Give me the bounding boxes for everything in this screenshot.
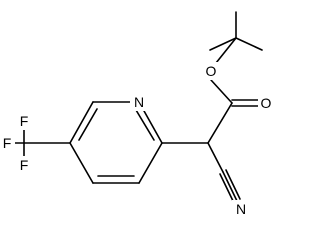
ring-bond-c5-c4 (69, 142, 94, 184)
bond-carbonyl-alpha (207, 102, 233, 144)
ring-bond-c2-n1-inner (135, 109, 155, 141)
bond-oxygen-carbonyl (210, 79, 233, 104)
bond-tbu-methyl-left (209, 37, 237, 51)
atom-ester-oxygen: O (206, 63, 217, 79)
bond-triple-a (225, 169, 241, 200)
atom-ring-nitrogen: N (134, 94, 144, 110)
pyridine-ring (69, 101, 163, 184)
bond-triple-b (222, 171, 238, 202)
molecule-structure: O O N N F F F (2, 11, 272, 217)
bond-tbu-oxygen (215, 37, 237, 64)
atom-carbonyl-oxygen: O (261, 95, 272, 111)
bond-alpha-nitrile-carbon (207, 142, 224, 173)
ester-group (207, 79, 261, 144)
bond-tbu-methyl-right (235, 37, 263, 51)
atom-fluorine-bottom: F (20, 157, 29, 173)
ring-bond-c6-c5 (69, 101, 94, 144)
bond-triple-c (219, 173, 235, 204)
atom-fluorine-top: F (20, 113, 29, 129)
atom-nitrile-nitrogen: N (236, 201, 246, 217)
ring-bond-c3-c2 (138, 142, 163, 184)
nitrile-group (207, 142, 241, 204)
trifluoromethyl-group (13, 129, 71, 157)
ring-bond-c6-c5-inner (78, 108, 98, 141)
atom-fluorine-left: F (3, 135, 12, 151)
tert-butyl-group (209, 11, 263, 64)
